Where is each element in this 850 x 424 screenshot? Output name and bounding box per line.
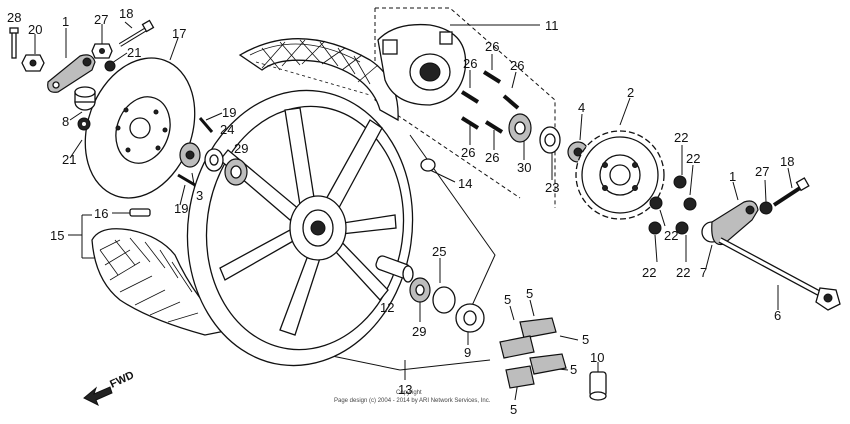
nut-part [21,54,45,72]
callout-28: 28 [7,10,21,25]
callout-22-c: 22 [642,265,656,280]
callout-numbers: 28 20 1 27 18 21 17 8 21 19 24 29 3 19 1… [7,6,794,417]
copyright-line1: Copyright [396,390,422,396]
callout-1-left: 1 [62,14,69,29]
brake-disc [84,57,196,199]
callout-5-b: 5 [526,286,533,301]
callout-5-d: 5 [570,362,577,377]
bolt-part [9,27,19,59]
fwd-arrow-icon: FWD [83,369,136,407]
seal-9-part [455,303,485,333]
callout-15: 15 [50,228,64,243]
chain-adjuster-left [47,54,96,93]
callout-9: 9 [464,345,471,360]
callout-25: 25 [432,244,446,259]
callout-19-upper: 19 [222,105,236,120]
collar-part [74,86,96,111]
callout-26-c: 26 [463,56,477,71]
copyright-line2: Page design (c) 2004 - 2014 by ARI Netwo… [334,398,491,404]
callout-6: 6 [774,308,781,323]
callout-5-a: 5 [504,292,511,307]
callout-3: 3 [196,188,203,203]
callout-13: 13 [398,382,412,397]
callout-21-lower: 21 [62,152,76,167]
callout-10: 10 [590,350,604,365]
callout-21-upper: 21 [127,45,141,60]
circlip-25-part [432,286,456,314]
valve-stem-part [129,208,151,217]
callout-26-b: 26 [510,58,524,73]
nut-27-part [91,43,113,59]
bearing-30-part [508,113,532,143]
callout-11: 11 [545,18,559,33]
callout-29-lower: 29 [412,324,426,339]
fwd-label: FWD [108,369,136,390]
callout-26-d: 26 [461,145,475,160]
collar-4-part [567,141,589,163]
callout-18-right: 18 [780,154,794,169]
bolt-19b-part [177,173,196,187]
stud-26-parts [460,70,520,134]
bolt-18b-part [772,177,810,207]
callout-18-left: 18 [119,6,133,21]
bolt-19-part [198,117,214,133]
nut-21b-part [77,117,91,131]
chain-adjuster-right [711,200,759,246]
callout-2: 2 [627,85,634,100]
callout-16: 16 [94,206,108,221]
callout-27-left: 27 [94,12,108,27]
callout-26-a: 26 [485,39,499,54]
callout-12: 12 [380,300,394,315]
callout-22-b: 22 [686,151,700,166]
bearing-29b-part [409,277,431,303]
callout-22-e: 22 [664,228,678,243]
sprocket [575,130,665,220]
nut-21a-part [104,60,116,72]
callout-24: 24 [220,122,234,137]
bolt-18-part [118,19,155,47]
callout-17: 17 [172,26,186,41]
callout-29-upper: 29 [234,141,248,156]
callout-14: 14 [458,176,472,191]
callout-7: 7 [700,265,707,280]
damper-5-parts [499,317,567,389]
upper-tire [238,38,399,122]
callout-26-e: 26 [485,150,499,165]
callout-1-right: 1 [729,169,736,184]
axle-sleeve-12 [375,255,414,283]
callout-27-right: 27 [755,164,769,179]
callout-22-d: 22 [676,265,690,280]
clip-14-part [420,158,436,172]
callout-20: 20 [28,22,42,37]
cap-10-part [589,371,607,401]
final-drive-flange [377,23,467,106]
callout-30: 30 [517,160,531,175]
rear-axle [718,237,841,311]
callout-5-e: 5 [510,402,517,417]
callout-5-c: 5 [582,332,589,347]
nut-27b-part [759,201,773,215]
hub-part-24 [179,142,201,168]
callout-23: 23 [545,180,559,195]
nut-22-parts [648,175,697,235]
seal-part [204,148,224,172]
bearing-29-part [224,158,248,186]
callout-19-lower: 19 [174,201,188,216]
callout-22-a: 22 [674,130,688,145]
callout-8: 8 [62,114,69,129]
seal-23-part [539,126,561,154]
callout-4: 4 [578,100,585,115]
